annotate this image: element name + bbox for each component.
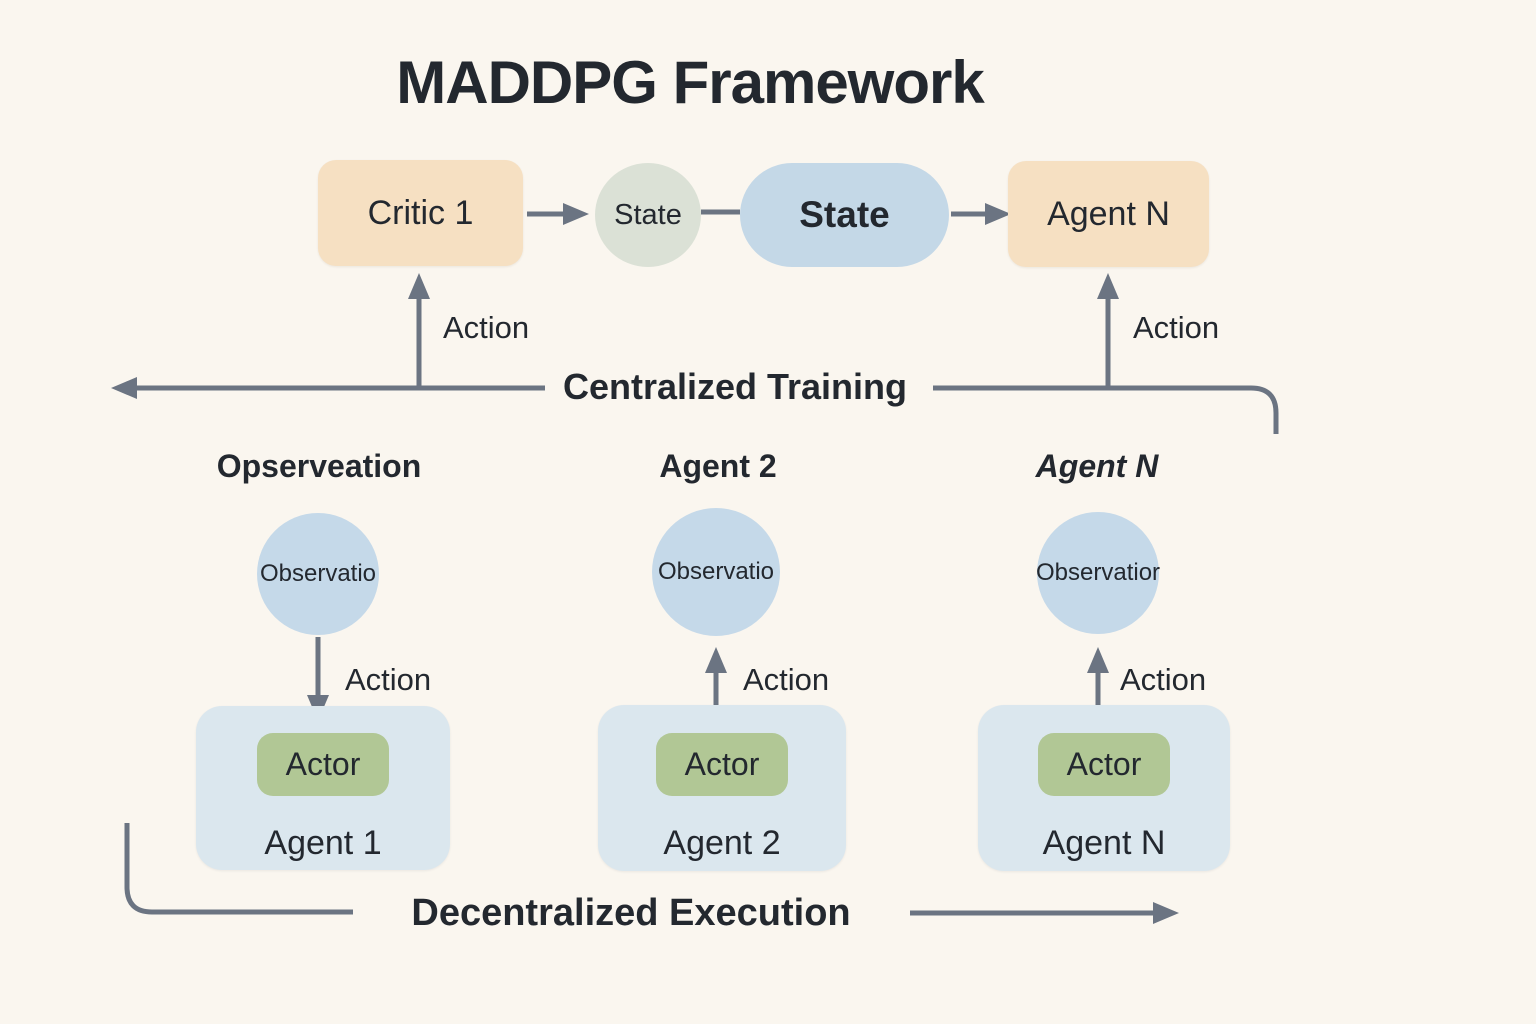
actor-2-node: Actor (656, 733, 788, 796)
agent-n-label: Agent N (1042, 824, 1166, 862)
critic-1-node: Critic 1 (318, 160, 523, 266)
agent-2-box: Actor Agent 2 (598, 705, 846, 871)
agent-1-label: Agent 1 (264, 824, 382, 862)
action-label-agent2: Action (743, 662, 830, 697)
observation-circle-3: Observatior (1036, 512, 1160, 634)
column-header-agentn: Agent N (1035, 448, 1159, 484)
decentralized-execution-label: Decentralized Execution (411, 892, 851, 934)
page-title: MADDPG Framework (396, 49, 984, 116)
agent-n-node: Agent N (1008, 161, 1209, 267)
action-label-critic: Action (443, 310, 530, 345)
action-label-agent1: Action (345, 662, 432, 697)
centralized-training-label: Centralized Training (562, 366, 908, 407)
agent-n-box: Actor Agent N (978, 705, 1230, 871)
observation-circle-2: Observatio (652, 508, 780, 636)
action-label-agent3: Action (1120, 662, 1207, 697)
centralized-rail-right (933, 385, 1279, 434)
agent-1-box: Actor Agent 1 (196, 706, 450, 870)
state-pill-node: State (740, 163, 949, 267)
actor-1-node: Actor (257, 733, 389, 796)
action-label-agentn: Action (1133, 310, 1220, 345)
state-circle-node: State (595, 163, 701, 267)
column-header-observation: Opserveation (216, 448, 422, 484)
observation-circle-1: Observatio (257, 513, 379, 635)
agent-2-label: Agent 2 (663, 824, 781, 862)
actor-n-node: Actor (1038, 733, 1170, 796)
column-header-agent2: Agent 2 (659, 448, 777, 484)
